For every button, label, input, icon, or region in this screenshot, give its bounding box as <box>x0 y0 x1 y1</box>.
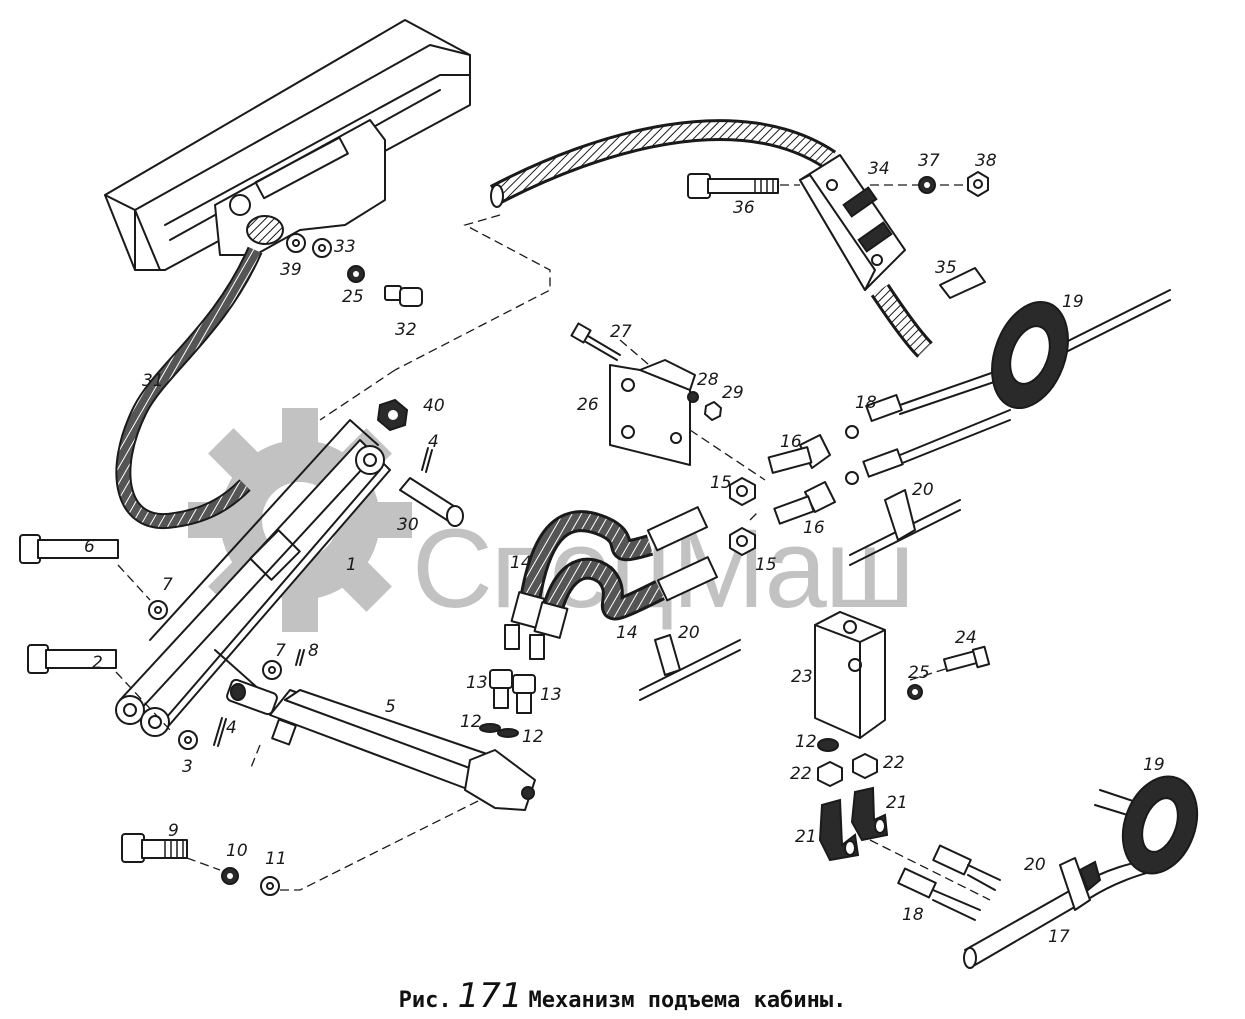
pin-6 <box>19 534 168 620</box>
clamp-34 <box>799 154 906 291</box>
label-part-14: 14 <box>616 623 638 643</box>
label-part-11: 11 <box>265 849 287 869</box>
clip-20-lower <box>1059 857 1102 911</box>
label-part-15: 15 <box>710 473 732 493</box>
hose-top <box>489 119 933 358</box>
washers-7-cotter-8-4 <box>213 447 433 747</box>
label-part-16: 16 <box>803 518 825 538</box>
label-part-33: 33 <box>334 237 356 257</box>
label-part-35: 35 <box>935 258 957 278</box>
label-part-8: 8 <box>308 641 319 661</box>
label-part-31: 31 <box>142 371 164 391</box>
hydraulic-cylinder-5 <box>226 678 536 811</box>
caption-prefix: Рис. <box>398 988 452 1013</box>
pipes-18-lower <box>897 844 1001 921</box>
bolt-36 <box>687 173 779 199</box>
label-part-27: 27 <box>610 322 632 342</box>
elbows-21 <box>818 786 889 862</box>
label-part-39: 39 <box>280 260 302 280</box>
watermark: СпецМаш <box>188 408 915 632</box>
label-part-4: 4 <box>428 432 439 452</box>
washer-37-nut-38 <box>918 171 989 197</box>
bolt-24-washer-25 <box>907 645 991 700</box>
label-part-28: 28 <box>697 370 719 390</box>
caption-number: 171 <box>457 976 523 1016</box>
caption-title: Механизм подъема кабины. <box>528 988 847 1013</box>
label-part-22: 22 <box>790 764 812 784</box>
valve-block-23 <box>814 611 886 739</box>
label-part-36: 36 <box>733 198 755 218</box>
lift-lever-1 <box>115 419 391 737</box>
label-part-24: 24 <box>955 628 977 648</box>
label-part-29: 29 <box>722 383 744 403</box>
nuts-15 <box>729 477 756 556</box>
label-part-5: 5 <box>385 697 396 717</box>
bolt-16-lower <box>773 481 836 525</box>
label-part-30: 30 <box>397 515 419 535</box>
label-part-20: 20 <box>1024 855 1046 875</box>
label-part-23: 23 <box>791 667 813 687</box>
label-part-12: 12 <box>460 712 482 732</box>
grommet-19-upper <box>991 300 1069 410</box>
label-part-13: 13 <box>466 673 488 693</box>
bolt-16-upper <box>767 434 831 474</box>
label-part-22: 22 <box>883 753 905 773</box>
label-part-15: 15 <box>755 555 777 575</box>
grommet-19-lower <box>1121 775 1199 875</box>
label-part-21: 21 <box>795 827 817 847</box>
label-part-2: 2 <box>92 653 103 673</box>
label-part-4: 4 <box>226 718 237 738</box>
label-part-9: 9 <box>168 821 179 841</box>
label-part-12: 12 <box>522 727 544 747</box>
fasteners-32-33-39-25 <box>286 233 423 307</box>
pin-2 <box>27 644 198 750</box>
label-part-25: 25 <box>342 287 364 307</box>
nut-40 <box>376 398 409 432</box>
label-part-34: 34 <box>868 159 890 179</box>
bracket-26 <box>570 322 722 466</box>
label-part-19: 19 <box>1143 755 1165 775</box>
label-part-7: 7 <box>162 575 173 595</box>
label-part-18: 18 <box>855 393 877 413</box>
label-part-40: 40 <box>423 396 445 416</box>
label-part-21: 21 <box>886 793 908 813</box>
label-part-6: 6 <box>84 537 95 557</box>
label-part-26: 26 <box>577 395 599 415</box>
label-part-7: 7 <box>275 641 286 661</box>
bolt-9 <box>121 799 481 896</box>
label-part-32: 32 <box>395 320 417 340</box>
label-part-1: 1 <box>346 555 357 575</box>
clip-20-upper <box>849 489 961 566</box>
frame-rail <box>104 19 471 271</box>
pin-35 <box>939 267 986 299</box>
label-part-10: 10 <box>226 841 248 861</box>
label-part-17: 17 <box>1048 927 1070 947</box>
pipes-18 <box>845 289 1171 485</box>
label-part-20: 20 <box>912 480 934 500</box>
hoses-14 <box>504 506 719 660</box>
label-part-20: 20 <box>678 623 700 643</box>
label-part-14: 14 <box>510 553 532 573</box>
leader-lines <box>319 184 991 901</box>
label-part-25: 25 <box>908 663 930 683</box>
cable-31 <box>115 246 263 530</box>
fittings-13 <box>479 669 536 738</box>
part-labels: 1 2 3 4 4 5 6 7 7 8 9 10 11 12 12 12 13 … <box>84 151 1165 947</box>
label-part-18: 18 <box>902 905 924 925</box>
label-part-3: 3 <box>182 757 193 777</box>
washer-12-nuts-22 <box>817 738 878 787</box>
label-part-13: 13 <box>540 685 562 705</box>
label-part-12: 12 <box>795 732 817 752</box>
label-part-37: 37 <box>918 151 940 171</box>
pin-30 <box>399 477 464 527</box>
label-part-19: 19 <box>1062 292 1084 312</box>
label-part-16: 16 <box>780 432 802 452</box>
clip-20-middle <box>639 634 741 701</box>
label-part-38: 38 <box>975 151 997 171</box>
